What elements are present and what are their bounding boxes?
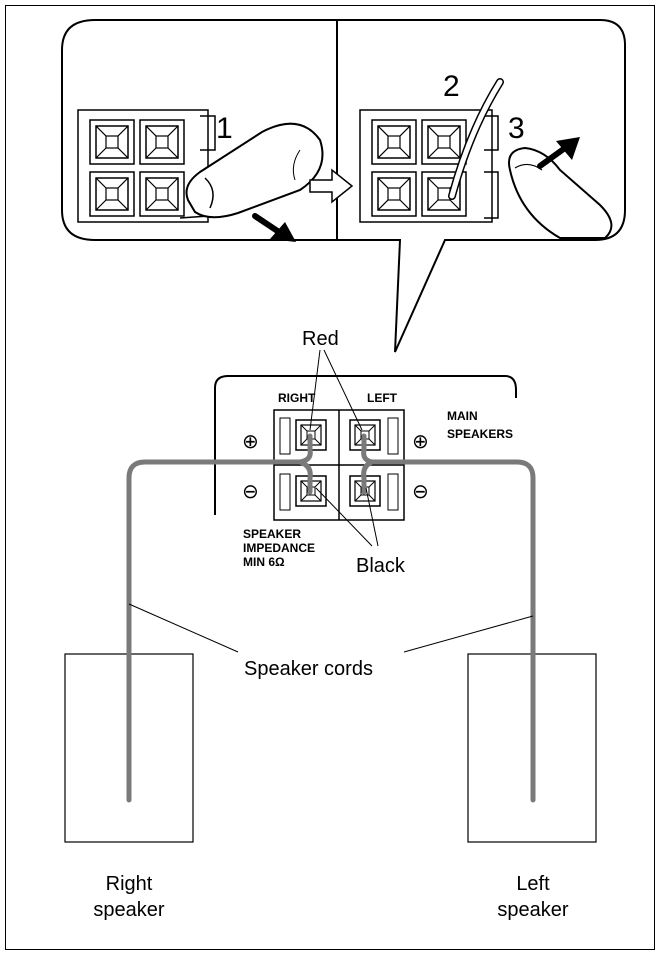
left-plus-icon: ⊕ — [412, 429, 429, 453]
speaker-wire-icon — [448, 78, 504, 200]
left-minus-icon: ⊖ — [412, 479, 429, 503]
impedance-label-3: MIN 6Ω — [243, 555, 285, 569]
finger-pressing-icon — [185, 122, 324, 219]
impedance-label-2: IMPEDANCE — [243, 541, 315, 555]
right-channel-label: RIGHT — [278, 391, 316, 405]
right-speaker-label-1: Right — [106, 873, 153, 895]
right-speaker-label-2: speaker — [93, 899, 164, 921]
main-speakers-label-1: MAIN — [447, 409, 478, 423]
left-channel-label: LEFT — [367, 391, 398, 405]
black-wire-label: Black — [356, 555, 406, 577]
left-speaker-label-2: speaker — [497, 899, 568, 921]
next-step-arrow-icon — [309, 168, 354, 204]
right-plus-icon: ⊕ — [242, 429, 259, 453]
right-minus-icon: ⊖ — [242, 479, 259, 503]
speaker-cords — [126, 433, 536, 803]
leader-lines — [128, 349, 534, 653]
main-speakers-label-2: SPEAKERS — [447, 427, 513, 441]
step-2-number: 2 — [443, 70, 460, 103]
terminal-block-step2 — [359, 109, 499, 223]
terminal-block-step1 — [77, 109, 223, 223]
step-1-number: 1 — [216, 112, 233, 145]
speaker-terminal-block — [273, 409, 405, 521]
step-3-number: 3 — [508, 112, 525, 145]
left-speaker-cord — [361, 433, 536, 803]
right-speaker-cord — [126, 433, 313, 803]
speaker-cords-label: Speaker cords — [244, 658, 373, 680]
arrow-up-right-icon — [537, 137, 580, 169]
left-speaker-label-1: Left — [516, 873, 550, 895]
step-1-illustration: 1 — [77, 109, 324, 242]
red-wire-label: Red — [302, 328, 339, 350]
arrow-down-right-icon — [252, 213, 296, 242]
impedance-label-1: SPEAKER — [243, 527, 301, 541]
page-frame — [5, 5, 655, 950]
rear-panel: RIGHT LEFT MAIN SPEAKERS ⊕ ⊖ ⊕ ⊖ SPEAKER… — [214, 375, 517, 569]
step-2-3-illustration: 2 3 — [359, 70, 613, 239]
